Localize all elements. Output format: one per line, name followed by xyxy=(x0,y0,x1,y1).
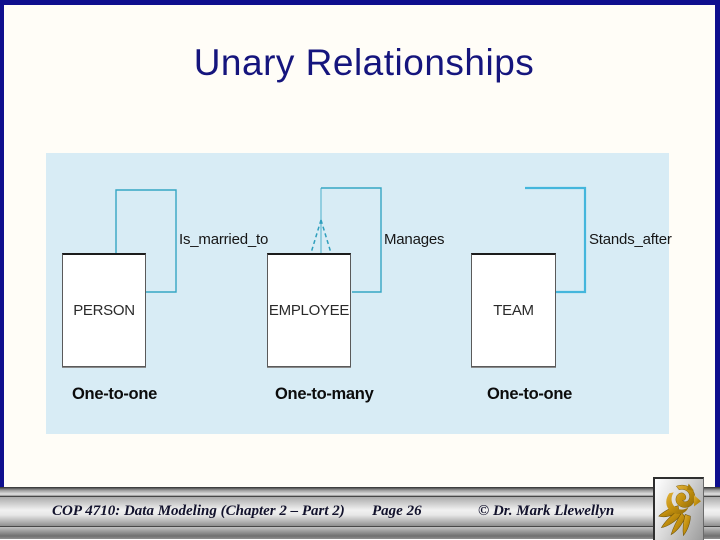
cardinality-label-one-to-one: One-to-one xyxy=(72,385,157,403)
footer-bottom-strip xyxy=(0,527,720,539)
person-loop-line xyxy=(115,189,177,293)
relationship-label-is-married-to: Is_married_to xyxy=(179,231,269,248)
team-loop-line xyxy=(525,186,587,294)
cardinality-label-one-to-one-2: One-to-one xyxy=(487,385,572,403)
footer-text-strip: COP 4710: Data Modeling (Chapter 2 – Par… xyxy=(0,497,720,527)
crow-foot-right xyxy=(320,219,332,254)
slide-title: Unary Relationships xyxy=(193,42,535,83)
entity-name: EMPLOYEE xyxy=(268,302,350,319)
footer-course: COP 4710: Data Modeling (Chapter 2 – Par… xyxy=(52,503,345,519)
crow-foot-left xyxy=(310,219,322,254)
entity-box-person: PERSON xyxy=(62,253,146,367)
diagram-panel: PERSON EMPLOYEE TEAM Is_married_to Manag… xyxy=(46,153,672,434)
relationship-label-manages: Manages xyxy=(384,231,445,248)
entity-name: PERSON xyxy=(73,302,135,319)
footer-page-number: Page 26 xyxy=(372,503,422,519)
footer-top-strip xyxy=(0,487,720,497)
entity-name: TEAM xyxy=(493,302,534,319)
employee-loop-line xyxy=(321,187,382,293)
ucf-pegasus-logo xyxy=(653,477,704,540)
entity-box-employee: EMPLOYEE xyxy=(267,253,351,367)
relationship-label-stands-after: Stands_after xyxy=(589,231,672,248)
cardinality-label-one-to-many: One-to-many xyxy=(275,385,374,403)
entity-box-team: TEAM xyxy=(471,253,556,367)
pegasus-icon xyxy=(658,483,701,536)
slide-content-area: Unary Relationships PERSON EMPLOYEE xyxy=(0,0,720,487)
relationship-loop-lines xyxy=(115,186,587,294)
footer-copyright: © Dr. Mark Llewellyn xyxy=(478,503,615,519)
footer-bar: COP 4710: Data Modeling (Chapter 2 – Par… xyxy=(0,487,720,540)
